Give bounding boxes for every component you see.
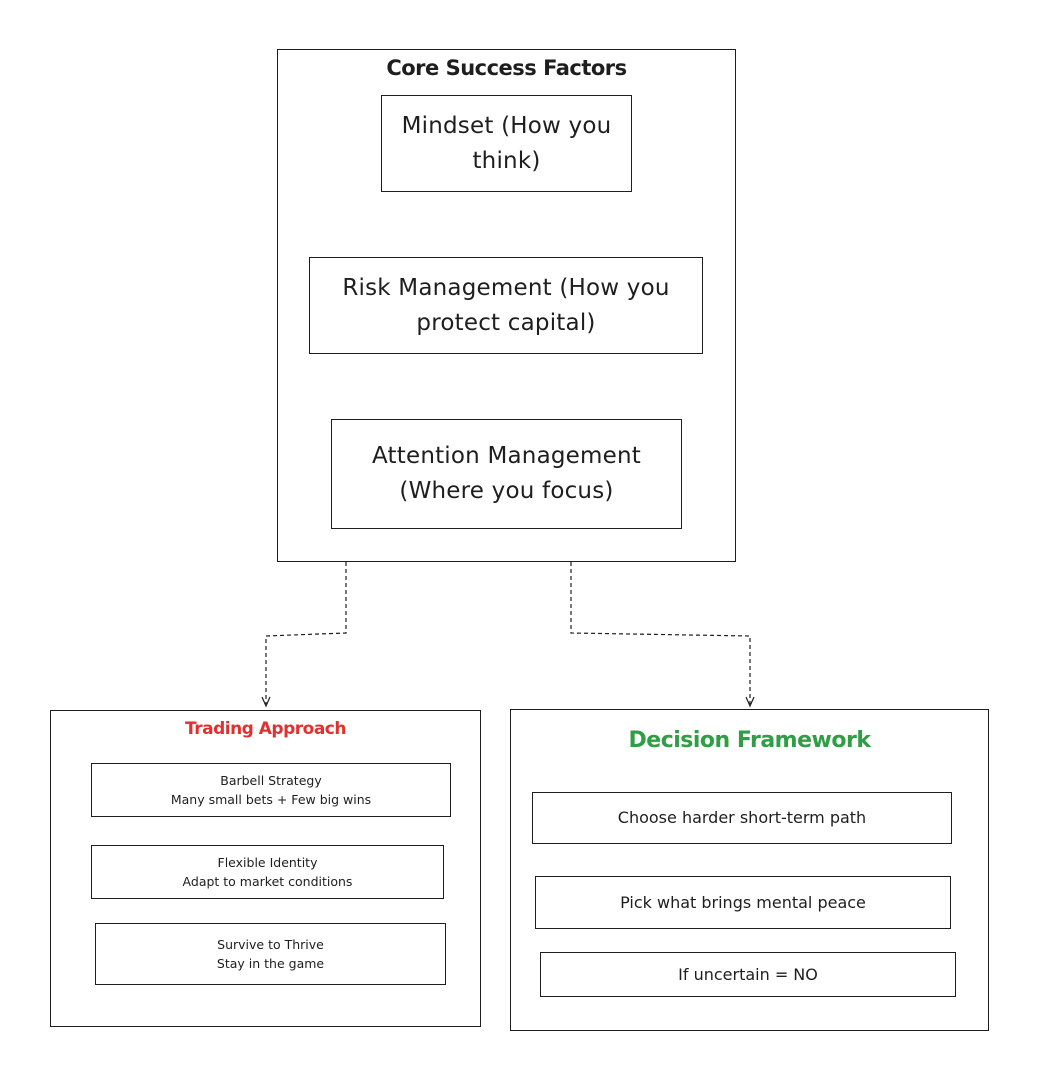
- flexible-identity-line2: Adapt to market conditions: [182, 874, 353, 889]
- arrowhead-decision: [745, 696, 755, 708]
- survive-to-thrive-line1: Survive to Thrive: [217, 937, 324, 952]
- arrow-to-decision-framework: [570, 562, 751, 704]
- barbell-strategy-line2: Many small bets + Few big wins: [170, 792, 372, 807]
- trading-approach-title: Trading Approach: [185, 719, 346, 739]
- attention-management-line1: Attention Management: [372, 443, 641, 469]
- risk-management-box: Risk Management (How you protect capital…: [309, 257, 703, 354]
- mindset-line2: think): [472, 147, 541, 174]
- core-success-factors-title: Core Success Factors: [386, 56, 627, 80]
- survive-to-thrive-line2: Stay in the game: [216, 956, 325, 971]
- mental-peace-label: Pick what brings mental peace: [620, 892, 866, 912]
- decision-framework-title: Decision Framework: [628, 728, 871, 753]
- choose-harder-path-label: Choose harder short-term path: [617, 808, 867, 827]
- survive-to-thrive-box: Survive to Thrive Stay in the game: [95, 923, 446, 985]
- barbell-strategy-box: Barbell Strategy Many small bets + Few b…: [91, 763, 451, 817]
- mindset-box: Mindset (How you think): [381, 95, 632, 192]
- mental-peace-box: Pick what brings mental peace: [535, 876, 951, 929]
- risk-management-line2: protect capital): [416, 309, 596, 336]
- arrow-to-trading-approach: [265, 562, 347, 704]
- mindset-line1: Mindset (How you: [401, 112, 612, 139]
- arrowhead-trading: [261, 696, 271, 708]
- attention-management-line2: (Where you focus): [399, 478, 614, 504]
- flexible-identity-line1: Flexible Identity: [217, 855, 318, 870]
- attention-management-box: Attention Management (Where you focus): [331, 419, 682, 529]
- flexible-identity-box: Flexible Identity Adapt to market condit…: [91, 845, 444, 899]
- barbell-strategy-line1: Barbell Strategy: [220, 773, 322, 788]
- choose-harder-path-box: Choose harder short-term path: [532, 792, 952, 844]
- if-uncertain-box: If uncertain = NO: [540, 952, 956, 997]
- risk-management-line1: Risk Management (How you: [342, 274, 670, 301]
- if-uncertain-label: If uncertain = NO: [678, 964, 818, 984]
